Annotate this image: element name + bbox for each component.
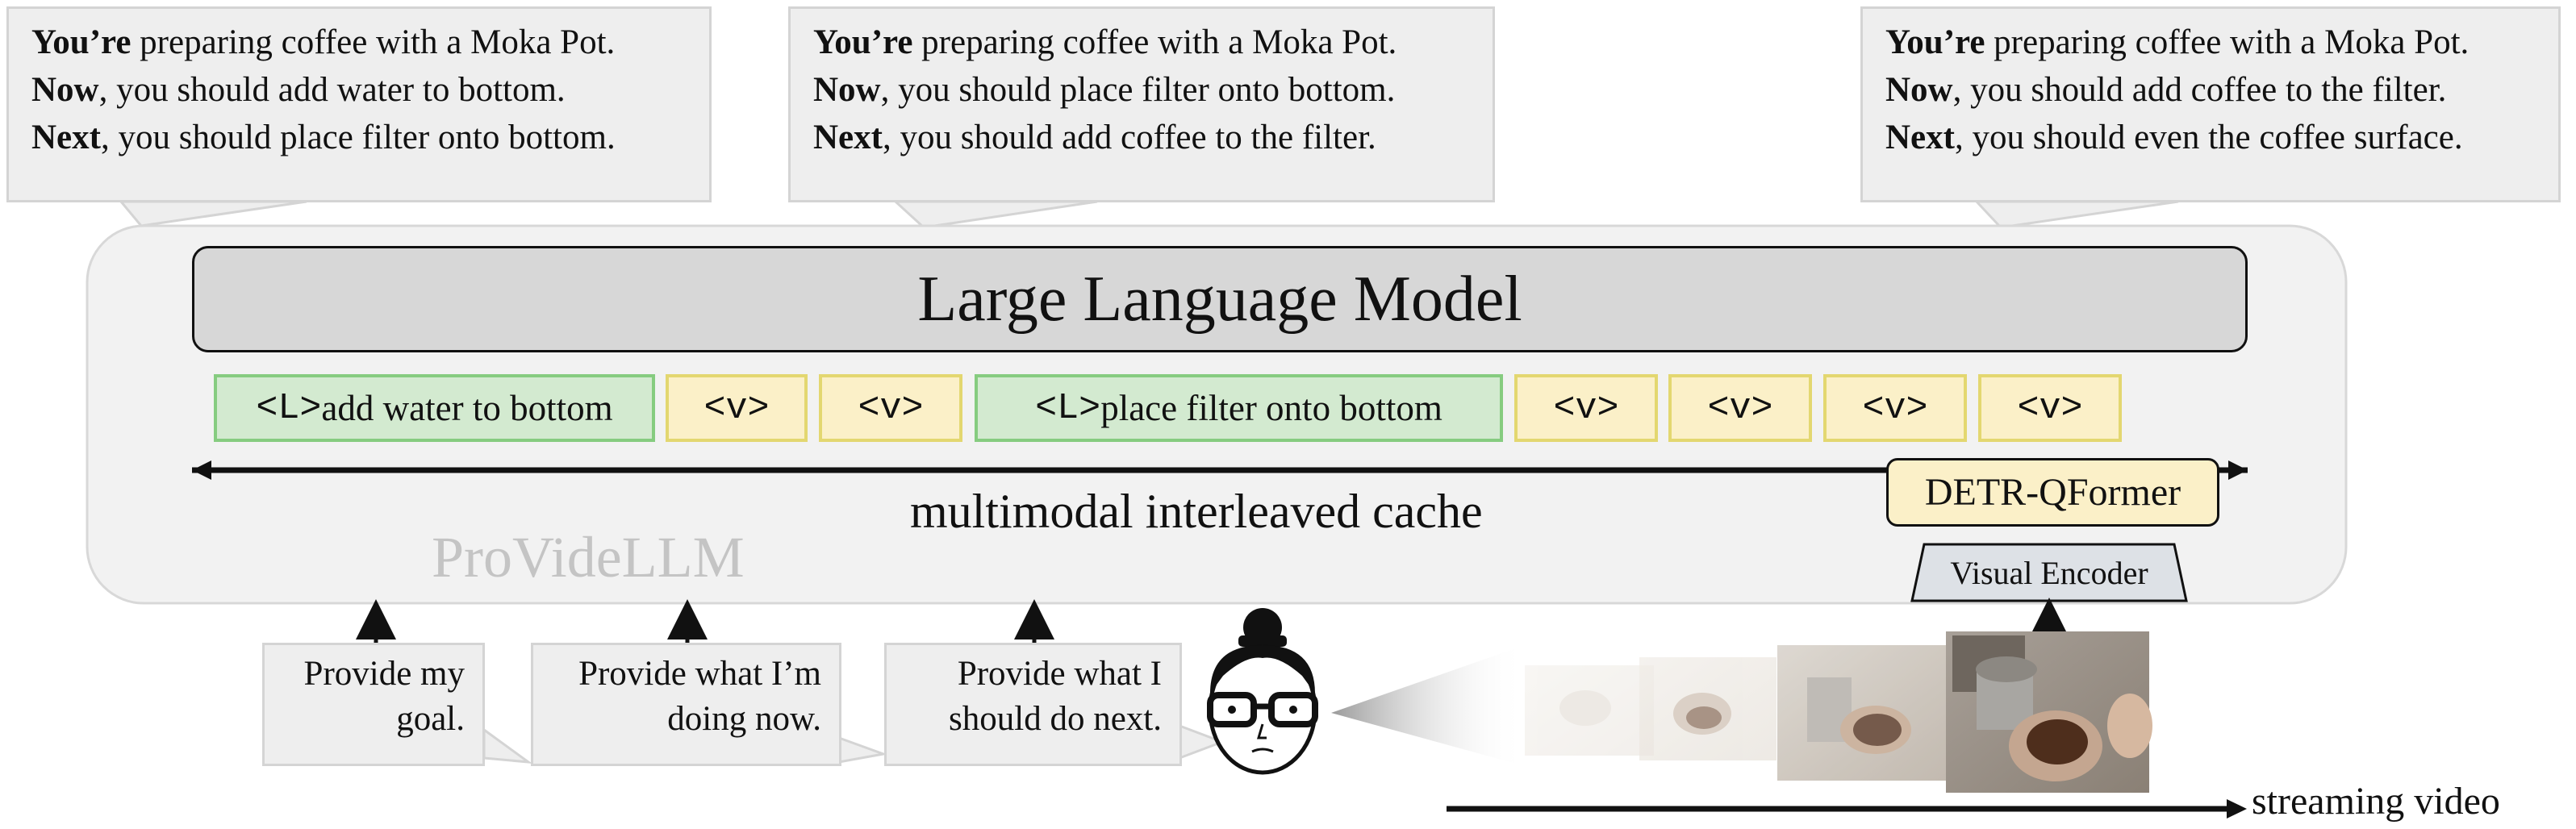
bubble-bold-word: Next	[31, 119, 101, 156]
frame-thumbnail	[1639, 657, 1776, 760]
token-tag: <v>	[858, 387, 924, 429]
bubble-bold-word: You’re	[1885, 23, 1985, 61]
response-bubble-2: You’re preparing coffee with a Moka Pot.…	[788, 6, 1495, 202]
prompt-line: Provide my	[303, 655, 465, 693]
bubble-bold-word: You’re	[31, 23, 132, 61]
language-token: <L>add water to bottom	[214, 374, 655, 442]
bubble-line: Next, you should even the coffee surface…	[1885, 114, 2536, 161]
bubble-text: , you should place filter onto bottom.	[100, 119, 616, 156]
cache-axis-right-arrowhead	[2228, 460, 2248, 480]
user-avatar-icon	[1207, 608, 1318, 775]
visual-encoder-label: Visual Encoder	[1950, 554, 2148, 591]
bubble-line: Now, you should add coffee to the filter…	[1885, 66, 2536, 114]
bubble-bold-word: Now	[1885, 71, 1953, 109]
stream-axis-arrowhead	[2227, 799, 2247, 819]
bubble-line: You’re preparing coffee with a Moka Pot.	[813, 19, 1470, 66]
prompt-line: doing now.	[667, 700, 821, 738]
bubble-text: , you should place filter onto bottom.	[880, 71, 1396, 109]
visual-token: <v>	[1514, 374, 1658, 442]
streaming-video-label: streaming video	[2252, 780, 2500, 823]
model-name: ProVideLLM	[432, 525, 745, 589]
bubble-bold-word: Next	[813, 119, 883, 156]
prompt-line: should do next.	[949, 700, 1162, 738]
visual-token: <v>	[1978, 374, 2122, 442]
frame-thumbnail	[1777, 645, 1951, 781]
visual-token: <v>	[1823, 374, 1967, 442]
token-text: add water to bottom	[321, 388, 613, 428]
token-tag: <L>	[1035, 387, 1101, 429]
cache-axis-left-arrowhead	[192, 460, 211, 480]
cache-label: multimodal interleaved cache	[910, 485, 1483, 538]
visual-token: <v>	[819, 374, 962, 442]
bubble-text: , you should even the coffee surface.	[1954, 119, 2463, 156]
bubble-line: Next, you should place filter onto botto…	[31, 114, 687, 161]
frame-thumbnail	[1946, 631, 2152, 793]
token-text: place filter onto bottom	[1100, 388, 1442, 428]
bubble-text: , you should add water to bottom.	[98, 71, 566, 109]
language-token: <L>place filter onto bottom	[975, 374, 1503, 442]
llm-label: Large Language Model	[917, 263, 1522, 335]
bubble-tail	[892, 200, 1098, 229]
bubble-bold-word: You’re	[813, 23, 913, 61]
bubble-text: preparing coffee with a Moka Pot.	[912, 23, 1397, 61]
bubble-text: preparing coffee with a Moka Pot.	[131, 23, 616, 61]
bubble-tail	[1973, 200, 2179, 229]
bubble-text: preparing coffee with a Moka Pot.	[1985, 23, 2470, 61]
token-tag: <v>	[1553, 387, 1619, 429]
bubble-line: Next, you should add coffee to the filte…	[813, 114, 1470, 161]
visual-encoder-box	[1910, 543, 2188, 602]
bubble-line: You’re preparing coffee with a Moka Pot.	[1885, 19, 2536, 66]
token-tag: <v>	[1862, 387, 1928, 429]
bubble-text: , you should add coffee to the filter.	[882, 119, 1376, 156]
bubble-bold-word: Now	[31, 71, 99, 109]
detr-qformer-label: DETR-QFormer	[1924, 471, 2181, 514]
bubble-text: , you should add coffee to the filter.	[1952, 71, 2447, 109]
detr-qformer-block: DETR-QFormer	[1886, 458, 2219, 527]
token-tag: <v>	[1707, 387, 1773, 429]
token-tag: <L>	[256, 387, 322, 429]
token-tag: <v>	[703, 387, 770, 429]
frame-thumbnail	[1525, 665, 1654, 756]
prompt-line: Provide what I	[957, 655, 1162, 693]
next-prompt-bubble: Provide what I should do next.	[884, 643, 1182, 766]
view-cone	[1331, 645, 1525, 766]
response-bubble-1: You’re preparing coffee with a Moka Pot.…	[6, 6, 712, 202]
visual-token: <v>	[1668, 374, 1812, 442]
bubble-line: Now, you should add water to bottom.	[31, 66, 687, 114]
response-bubble-3: You’re preparing coffee with a Moka Pot.…	[1860, 6, 2561, 202]
prompt-line: Provide what I’m	[578, 655, 821, 693]
large-language-model-block: Large Language Model	[192, 246, 2248, 352]
now-prompt-bubble: Provide what I’m doing now.	[531, 643, 841, 766]
visual-token: <v>	[666, 374, 808, 442]
bubble-line: You’re preparing coffee with a Moka Pot.	[31, 19, 687, 66]
prompt-tail	[837, 735, 888, 764]
bubble-bold-word: Next	[1885, 119, 1955, 156]
prompt-tail	[482, 727, 533, 764]
bubble-tail	[118, 200, 307, 227]
goal-prompt-bubble: Provide my goal.	[262, 643, 485, 766]
token-tag: <v>	[2017, 387, 2083, 429]
bubble-bold-word: Now	[813, 71, 881, 109]
prompt-line: goal.	[396, 700, 465, 738]
bubble-line: Now, you should place filter onto bottom…	[813, 66, 1470, 114]
